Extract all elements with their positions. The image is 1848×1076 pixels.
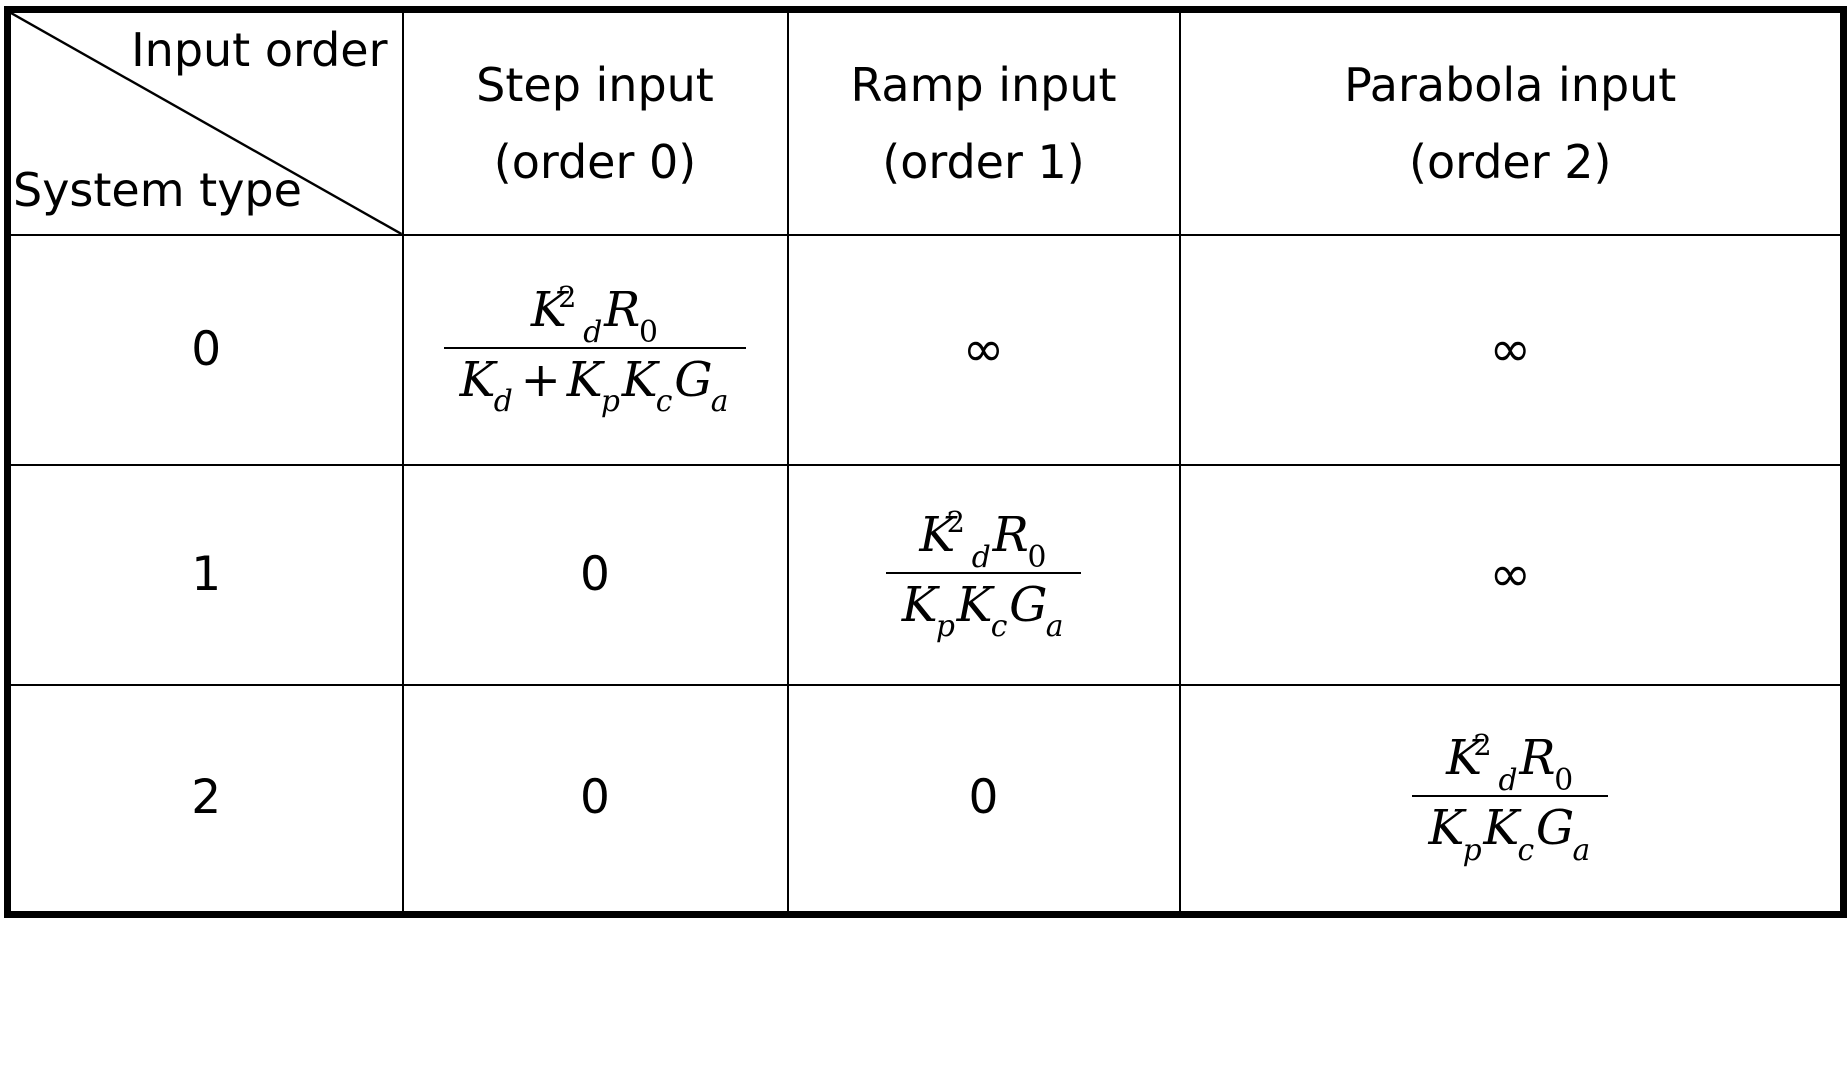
column-header-parabola-input: Parabola input (order 2) — [1178, 8, 1845, 236]
numerator-sup-2: 2 — [558, 279, 577, 314]
cell-type2-step: 0 — [401, 684, 789, 916]
cell-type0-ramp: ∞ — [786, 234, 1181, 466]
corner-header-cell: Input order System type — [6, 8, 404, 236]
denominator-sub-c: c — [990, 609, 1008, 645]
cell-type1-parabola: ∞ — [1178, 464, 1845, 686]
numerator-base-r: R — [1519, 730, 1556, 787]
zero-value: 0 — [968, 770, 999, 826]
fraction-kd2r0-over-kpkcga: K2dR0 KpKcGa — [1412, 730, 1609, 866]
numerator-sub-0: 0 — [1027, 539, 1047, 575]
numerator-base-r: R — [992, 506, 1029, 563]
cell-type1-step: 0 — [401, 464, 789, 686]
denominator-plus-operator: + — [520, 351, 561, 408]
cell-type2-ramp: 0 — [786, 684, 1181, 916]
column-header-title: Step input — [476, 57, 714, 112]
numerator-sub-d: d — [583, 314, 603, 350]
system-type-value: 2 — [191, 770, 222, 826]
zero-value: 0 — [580, 770, 610, 826]
zero-value: 0 — [580, 546, 610, 602]
denominator-base-k3: K — [621, 351, 658, 408]
column-header-step-input: Step input (order 0) — [401, 8, 789, 236]
numerator-base-k: K — [530, 281, 567, 338]
column-header-order: (order 0) — [493, 134, 697, 189]
numerator-sub-0: 0 — [639, 314, 658, 350]
fraction-bar — [443, 346, 747, 349]
denominator-sub-a: a — [1045, 609, 1064, 645]
denominator-base-g: G — [674, 351, 713, 408]
infinity-symbol: ∞ — [962, 319, 1005, 378]
cell-type0-parabola: ∞ — [1178, 234, 1845, 466]
numerator-sub-d: d — [1498, 763, 1518, 799]
numerator-sup-2: 2 — [946, 504, 965, 539]
fraction-kd2r0-over-kpkcga: K2dR0 KpKcGa — [885, 506, 1082, 643]
corner-input-order-label: Input order — [131, 23, 388, 77]
denominator-base-k1: K — [901, 576, 938, 633]
fraction-kd2r0-over-kd-plus-kpkcga: K2dR0 Kd+KpKcGa — [443, 281, 747, 418]
column-header-title: Ramp input — [850, 57, 1117, 112]
denominator-base-g: G — [1535, 800, 1575, 856]
corner-system-type-label: System type — [13, 163, 302, 218]
denominator-sub-p: p — [935, 609, 955, 645]
infinity-symbol: ∞ — [1489, 319, 1532, 378]
denominator-sub-a: a — [1572, 832, 1591, 868]
table-row: 2 0 0 K2dR0 KpKcGa — [6, 684, 1845, 916]
fraction-numerator: K2dR0 — [1412, 730, 1608, 799]
column-header-ramp-input: Ramp input (order 1) — [786, 8, 1181, 236]
denominator-base-k1: K — [459, 351, 496, 408]
row-header-system-type-1: 1 — [6, 464, 404, 686]
fraction-numerator: K2dR0 — [886, 506, 1082, 575]
denominator-sub-a: a — [710, 384, 729, 420]
denominator-sub-c: c — [655, 384, 673, 420]
denominator-sub-c: c — [1517, 832, 1535, 868]
column-header-title: Parabola input — [1344, 57, 1677, 112]
table-row: 1 0 K2dR0 KpKcGa ∞ — [6, 464, 1845, 686]
denominator-sub-p: p — [1462, 832, 1482, 868]
fraction-bar — [1412, 795, 1609, 797]
row-header-system-type-0: 0 — [6, 234, 404, 466]
cell-type0-step: K2dR0 Kd+KpKcGa — [401, 234, 789, 466]
fraction-denominator: KpKcGa — [886, 574, 1082, 642]
row-header-system-type-2: 2 — [6, 684, 404, 916]
fraction-bar — [885, 571, 1082, 574]
infinity-symbol: ∞ — [1489, 544, 1532, 603]
table-header-row: Input order System type Step input (orde… — [6, 8, 1845, 236]
cell-type2-parabola: K2dR0 KpKcGa — [1178, 684, 1845, 916]
numerator-sup-2: 2 — [1473, 728, 1492, 763]
system-type-value: 1 — [191, 546, 222, 602]
steady-state-error-table: Input order System type Step input (orde… — [4, 6, 1847, 918]
fraction-numerator: K2dR0 — [444, 281, 747, 350]
fraction-denominator: KpKcGa — [1412, 797, 1608, 866]
denominator-base-k2: K — [956, 576, 993, 633]
system-type-value: 0 — [191, 321, 222, 377]
denominator-base-g: G — [1009, 576, 1048, 633]
denominator-sub-d: d — [493, 384, 513, 420]
column-header-order: (order 1) — [882, 134, 1085, 189]
diagonal-slash-icon — [11, 13, 402, 234]
numerator-base-k: K — [919, 506, 956, 563]
numerator-sub-d: d — [971, 539, 991, 575]
numerator-base-r: R — [604, 281, 641, 338]
column-header-order: (order 2) — [1409, 134, 1612, 189]
denominator-base-k2: K — [1483, 800, 1520, 856]
numerator-base-k: K — [1446, 730, 1482, 787]
cell-type1-ramp: K2dR0 KpKcGa — [786, 464, 1181, 686]
table-row: 0 K2dR0 Kd+KpKcGa ∞ ∞ — [6, 234, 1845, 466]
denominator-base-k2: K — [566, 351, 603, 408]
fraction-denominator: Kd+KpKcGa — [444, 349, 747, 417]
numerator-sub-0: 0 — [1554, 763, 1574, 799]
denominator-base-k1: K — [1428, 800, 1465, 856]
denominator-sub-p: p — [600, 384, 620, 420]
